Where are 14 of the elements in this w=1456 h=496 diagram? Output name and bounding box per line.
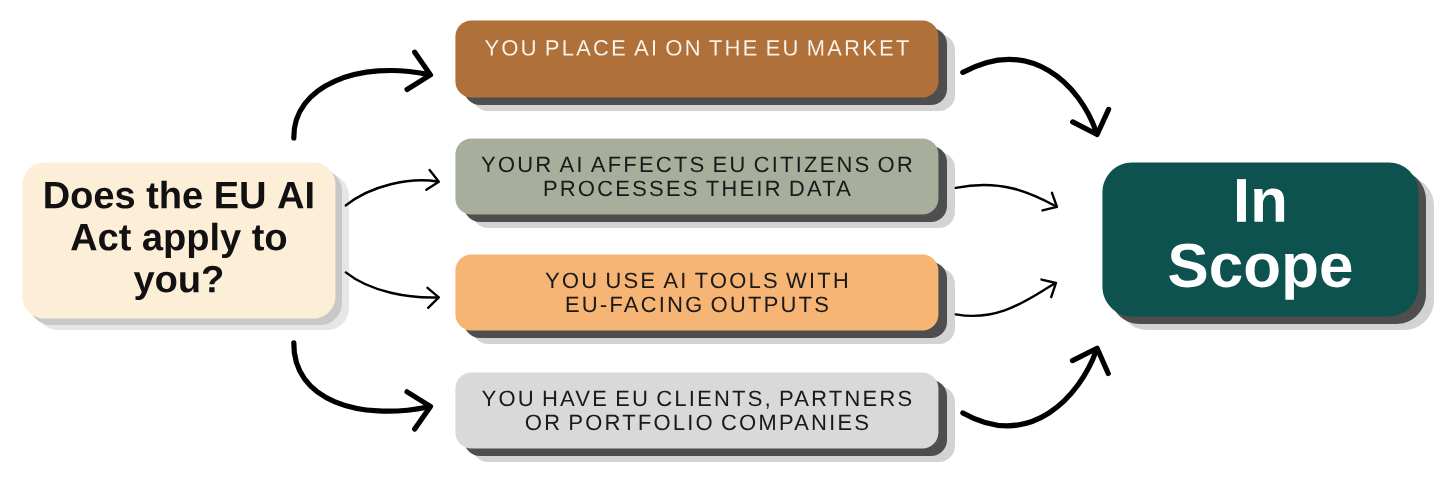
arrow <box>344 168 440 207</box>
condition-box: YOUR AI AFFECTS EU CITIZENS OR PROCESSES THEIR DATA <box>455 138 955 228</box>
arrow <box>960 56 1112 138</box>
arrow <box>954 183 1059 212</box>
arrow <box>954 278 1058 318</box>
condition-box: YOU USE AI TOOLS WITH EU-FACING OUTPUTS <box>455 254 955 344</box>
arrow <box>291 340 434 432</box>
arrow <box>960 345 1111 429</box>
question-box: Does the EU AI Act apply to you? <box>22 162 349 330</box>
result-box: In Scope <box>1102 162 1434 330</box>
arrow <box>344 271 440 309</box>
condition-box: YOU PLACE AI ON THE EU MARKET <box>455 20 955 111</box>
condition-box: YOU HAVE EU CLIENTS, PARTNERS OR PORTFOLIO COMPANIES <box>455 372 955 462</box>
arrow <box>291 49 434 141</box>
